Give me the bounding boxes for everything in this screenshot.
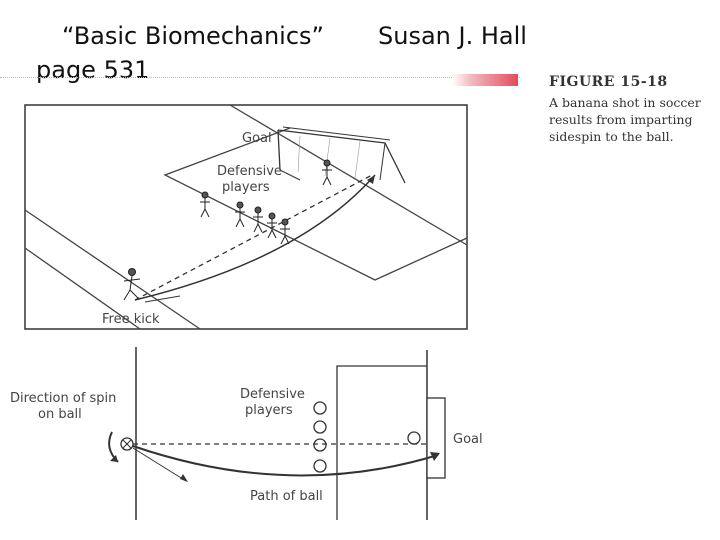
penalty-area-plan [336,365,427,520]
bottom-goal-label: Goal [453,432,483,447]
figure-accent-bar [452,74,518,86]
spin-label-2: on ball [38,407,82,422]
top-curved-path [134,174,376,301]
spin-label-1: Direction of spin [10,391,116,406]
path-arrowhead-plan [430,452,440,461]
top-diagram-frame [24,104,468,330]
free-kick-label: Free kick [102,312,160,327]
top-defensive-label-1: Defensive [217,164,282,179]
goal-structure [277,126,406,184]
top-diagram: Goal Defensive players Free kick [24,104,468,330]
defender-marker [313,459,327,473]
path-label: Path of ball [250,489,323,504]
defender-marker [313,420,327,434]
goal-plan [426,397,446,479]
penalty-box [163,127,468,281]
defender-marker [313,438,327,452]
title-divider [0,77,520,78]
bottom-diagram: Direction of spin on ball Defensive play… [10,347,483,520]
field-line [24,247,141,330]
goalkeeper-marker [407,431,421,445]
free-kick-player [123,268,141,301]
defensive-wall [313,401,327,473]
slide-title-book: “Basic Biomechanics” [62,22,324,50]
defender-marker [313,401,327,415]
bottom-defensive-label-1: Defensive [240,387,305,402]
curved-path-plan [132,445,439,477]
figure-label: FIGURE 15-18 [549,74,668,90]
goal-line [229,104,468,246]
spin-arrowhead [110,455,118,462]
top-spin-arrow [144,295,181,303]
spin-force-arrow [132,447,187,482]
field-line [24,209,201,330]
slide-title-page: page 531 [36,56,150,84]
figure-caption: A banana shot in soccer results from imp… [549,95,701,144]
top-defensive-players [200,159,332,245]
bottom-defensive-label-2: players [245,403,293,418]
top-path-arrowhead [367,175,375,184]
top-defensive-label-2: players [222,180,270,195]
slide-title-author: Susan J. Hall [378,22,527,50]
top-goal-label: Goal [242,131,272,146]
